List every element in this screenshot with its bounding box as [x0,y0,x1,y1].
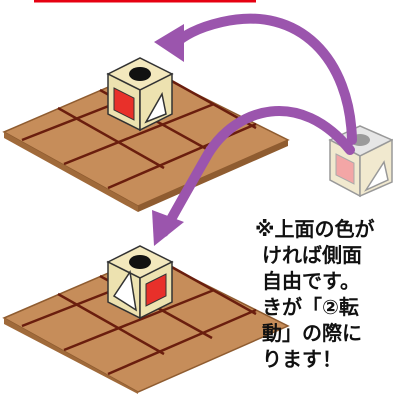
grid-line [107,122,257,190]
arrow-to-top [169,13,357,145]
top-cube [106,57,174,132]
arrow-to-bottom [159,106,355,237]
red-square-icon [113,87,135,121]
red-square-icon [145,273,167,307]
bottom-board-edge [4,318,138,394]
grid-line [63,102,215,166]
bottom-cube [106,245,174,320]
white-triangle-icon [363,160,389,192]
pink-square-icon [335,153,355,185]
arrows [159,13,357,237]
black-circle-icon [129,67,151,81]
white-triangle-icon [112,269,138,312]
grid-line [107,308,257,376]
white-triangle-icon [144,91,167,124]
top-board-edge-right [138,140,288,212]
arrowhead-bottom-icon [152,210,184,246]
top-board-edge [4,132,138,212]
grid-line [63,288,215,352]
black-circle-icon [129,255,151,269]
arrowhead-top-icon [154,24,184,62]
cube-right-face [139,72,173,132]
bottom-board [2,254,290,394]
